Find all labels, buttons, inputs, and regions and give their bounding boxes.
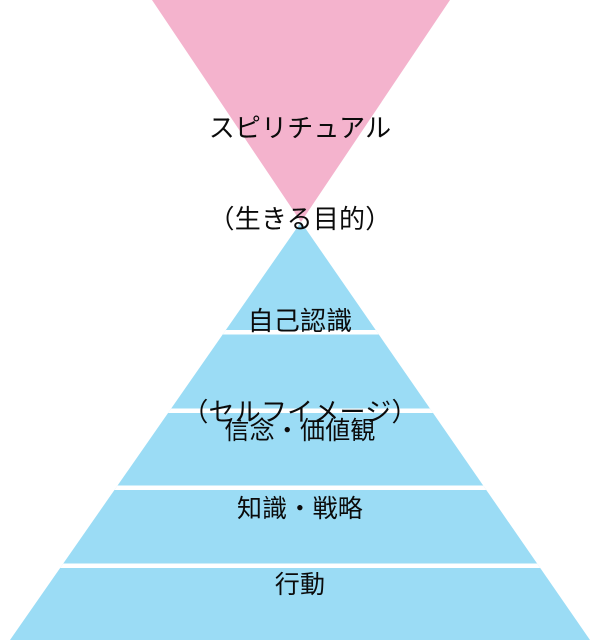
spiritual-triangle-shape — [152, 0, 450, 222]
pyramid-body-shape — [10, 222, 590, 640]
divider-line-3 — [10, 485, 590, 490]
divider-line-1 — [10, 330, 590, 335]
divider-line-2 — [10, 408, 590, 413]
divider-line-4 — [10, 563, 590, 568]
pyramid-dividers — [10, 330, 590, 568]
